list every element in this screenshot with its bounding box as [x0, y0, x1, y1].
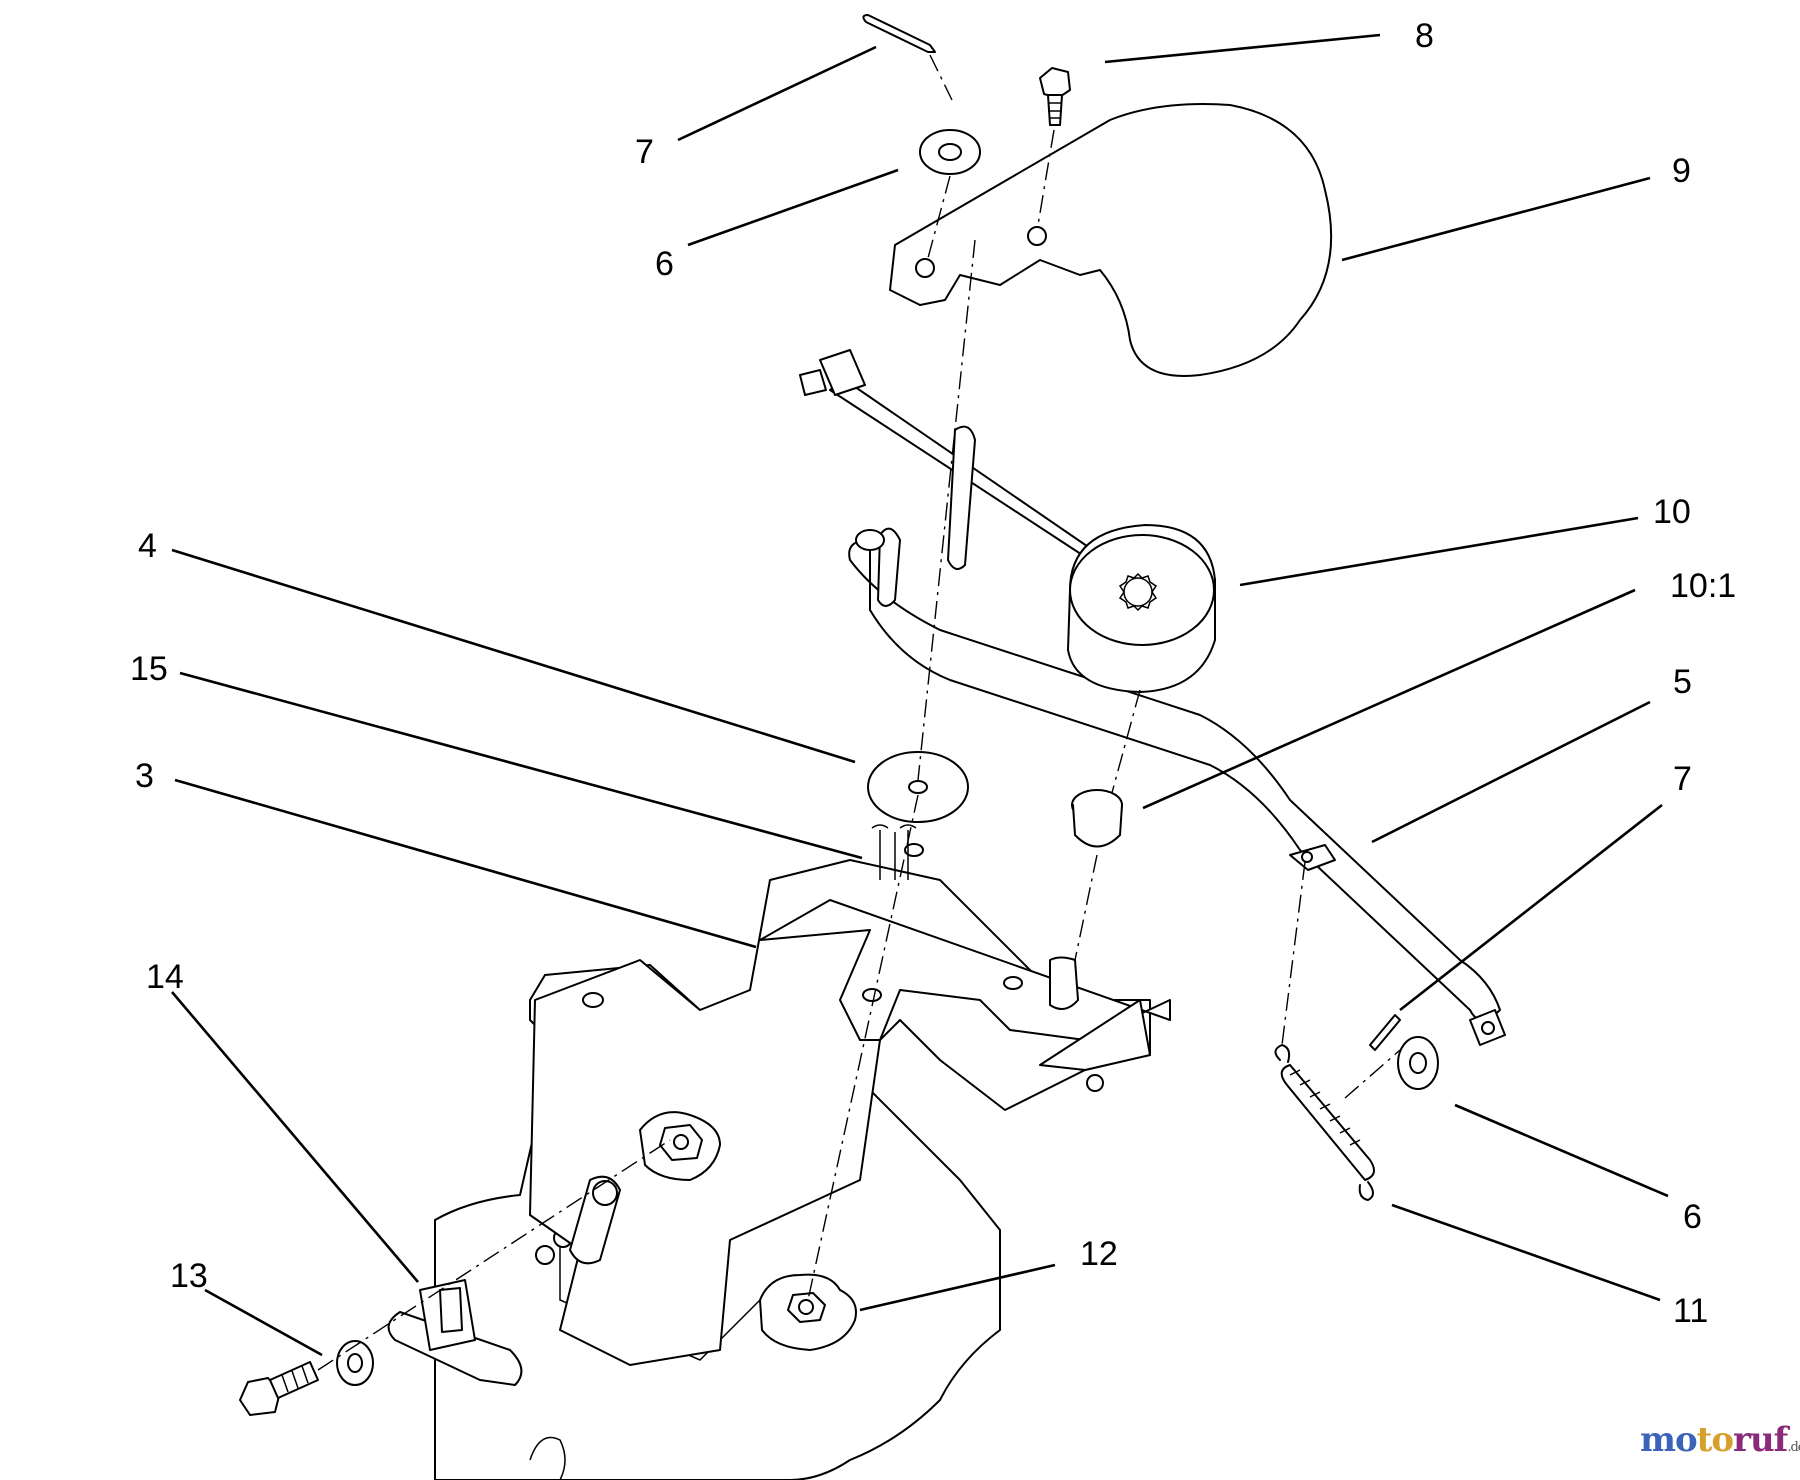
callout-12: 12 [1080, 1235, 1118, 1273]
callout-3: 3 [135, 757, 154, 795]
nut-part-12 [759, 1273, 857, 1351]
spring-part-11 [1274, 1044, 1375, 1201]
callout-4: 4 [138, 527, 157, 565]
cotter-pin-part-7-top [862, 14, 936, 53]
lever-shaft-part-5 [848, 527, 1506, 1046]
washer-part-4 [867, 751, 969, 823]
callout-8: 8 [1415, 17, 1434, 55]
bracket-part-3 [529, 843, 1171, 1366]
callout-9: 9 [1672, 152, 1691, 190]
washer-part-13 [336, 1340, 374, 1386]
callout-11: 11 [1673, 1292, 1708, 1330]
callout-labels: 8 7 6 9 10 10:1 4 15 5 3 7 14 6 12 13 11 [130, 17, 1736, 1330]
leader-lines [171, 33, 1669, 1357]
nut-bracket-left [639, 1111, 721, 1181]
callout-13: 13 [170, 1257, 208, 1295]
cotter-pin-part-7-bottom [1369, 1014, 1401, 1051]
washer-part-6-top [919, 129, 981, 175]
bolt-part-8 [1039, 67, 1071, 126]
callout-14: 14 [146, 958, 184, 996]
hub-part-10 [1067, 524, 1216, 693]
grommet-part-10-1 [1071, 789, 1123, 848]
spacer-part-15 [871, 824, 917, 880]
callout-10: 10 [1653, 493, 1691, 531]
callout-7-bottom: 7 [1673, 760, 1692, 798]
callout-5: 5 [1673, 663, 1692, 701]
callout-15: 15 [130, 650, 168, 688]
plate-part-9 [889, 103, 1333, 377]
callout-10-1: 10:1 [1670, 567, 1736, 605]
bolt-part-13 [239, 1361, 319, 1416]
washer-part-6-bottom [1397, 1036, 1439, 1090]
callout-6-top: 6 [655, 245, 674, 283]
watermark-logo: motoruf.de [1640, 1420, 1800, 1460]
callout-7-top: 7 [635, 133, 654, 171]
callout-6-bottom: 6 [1683, 1198, 1702, 1236]
